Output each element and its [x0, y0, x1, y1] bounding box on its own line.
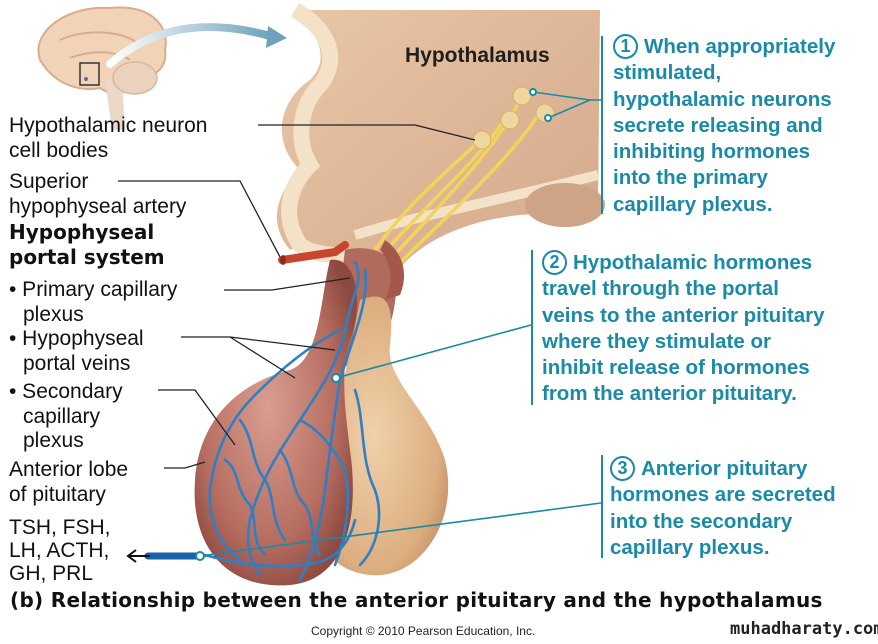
step-number-badge: 3 — [610, 456, 635, 481]
label-line: portal system — [9, 244, 165, 269]
hormone-line: LH, ACTH, — [9, 539, 110, 562]
label-line: cell bodies — [9, 138, 109, 162]
label-line: plexus — [23, 429, 84, 452]
label-portal-veins: • Hypophyseal portal veins — [9, 327, 144, 376]
callout-line: into the primary — [613, 166, 768, 190]
callout-line: capillary plexus. — [610, 535, 770, 559]
callout-line: veins to the anterior pituitary — [542, 303, 825, 327]
leader-lines — [118, 124, 476, 469]
label-line: portal veins — [23, 351, 131, 375]
label-line: • Primary capillary — [9, 278, 178, 301]
callout-text: Hypothalamic hormones — [573, 251, 813, 274]
label-line: • Hypophyseal — [9, 327, 144, 350]
label-line: of pituitary — [9, 482, 106, 506]
label-line: Hypothalamic neuron — [9, 114, 208, 137]
callout-line: secrete releasing and — [613, 113, 823, 137]
label-line: hypophyseal artery — [9, 194, 187, 218]
label-line: Anterior lobe — [9, 458, 129, 481]
callout-2-bracket — [531, 250, 533, 405]
callout-line: into the secondary — [610, 509, 793, 533]
step-number-badge: 2 — [542, 250, 567, 275]
label-hormones: TSH, FSH, LH, ACTH, GH, PRL — [9, 516, 111, 585]
label-superior-artery: Superior hypophyseal artery — [9, 170, 186, 219]
callout-line: hormones are secreted — [610, 483, 836, 507]
callout-line: where they stimulate or — [542, 329, 771, 353]
callout-line: from the anterior pituitary. — [542, 382, 797, 406]
callout-line: 1 When appropriately — [613, 34, 835, 60]
hormone-exit-arrow — [126, 549, 150, 563]
callout-line: travel through the portal — [542, 277, 779, 301]
callout-2: 2 Hypothalamic hormones travel through th… — [542, 250, 825, 408]
label-line: plexus — [23, 302, 84, 326]
callout-line: stimulated, — [613, 61, 722, 85]
label-portal-system-heading: Hypophyseal portal system — [9, 220, 165, 269]
callout-leader-lines — [199, 91, 602, 557]
callout-3-bracket — [601, 455, 603, 558]
callout-line: inhibit release of hormones — [542, 356, 810, 380]
hypothalamus-label: Hypothalamus — [405, 44, 550, 67]
portal-vessels — [143, 260, 381, 582]
anterior-pituitary — [194, 259, 358, 586]
label-line: Superior — [9, 170, 89, 193]
label-neuron-cell-bodies: Hypothalamic neuron cell bodies — [9, 114, 207, 163]
callout-1: 1 When appropriately stimulated, hypothal… — [613, 34, 835, 218]
callout-3: 3 Anterior pituitary hormones are secrete… — [610, 456, 836, 561]
callout-text: When appropriately — [644, 35, 836, 58]
hormone-line: GH, PRL — [9, 562, 94, 585]
figure-caption: (b) Relationship between the anterior pi… — [10, 588, 823, 612]
callout-anchor-dots — [195, 88, 552, 561]
label-line: • Secondary — [9, 380, 123, 403]
label-line: capillary — [23, 404, 101, 428]
callout-line: 2 Hypothalamic hormones — [542, 250, 825, 276]
label-anterior-lobe: Anterior lobe of pituitary — [9, 458, 128, 507]
callout-line: capillary plexus. — [613, 192, 773, 216]
callout-1-bracket — [601, 36, 603, 214]
label-primary-plexus: • Primary capillary plexus — [9, 278, 177, 327]
superior-hypophyseal-artery — [278, 241, 349, 265]
callout-line: 3 Anterior pituitary — [610, 456, 836, 482]
brain-thumbnail-icon — [37, 6, 287, 130]
copyright-notice: Copyright © 2010 Pearson Education, Inc. — [311, 624, 536, 638]
callout-line: hypothalamic neurons — [613, 87, 832, 111]
callout-line: inhibiting hormones — [613, 140, 811, 164]
label-secondary-plexus: • Secondary capillary plexus — [9, 380, 123, 454]
site-watermark: muhadharaty.com — [730, 619, 878, 639]
label-line: Hypophyseal — [9, 220, 155, 244]
step-number-badge: 1 — [613, 34, 638, 59]
hormone-line: TSH, FSH, — [9, 516, 111, 539]
callout-text: Anterior pituitary — [641, 457, 808, 480]
